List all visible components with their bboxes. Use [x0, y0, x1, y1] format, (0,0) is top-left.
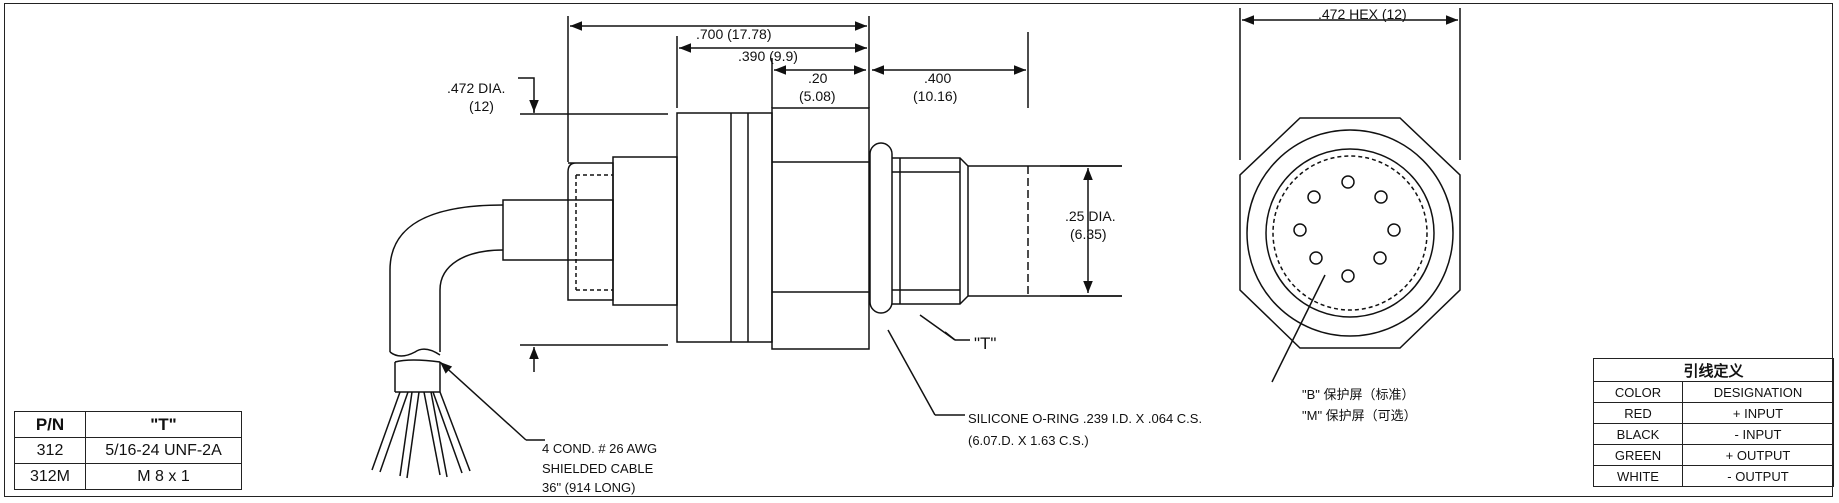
designation-cell: + OUTPUT	[1682, 444, 1834, 466]
pn-cell: 312M	[14, 463, 86, 490]
color-header: COLOR	[1593, 381, 1683, 403]
color-cell: WHITE	[1593, 465, 1683, 487]
cable-note-line2: SHIELDED CABLE	[542, 461, 654, 476]
cable-note-line3: 36" (914 LONG)	[542, 480, 636, 495]
designation-cell: + INPUT	[1682, 402, 1834, 424]
designation-header: DESIGNATION	[1682, 381, 1834, 403]
dim-thread-label: .400	[924, 70, 951, 86]
color-cell: RED	[1593, 402, 1683, 424]
thread-cell: 5/16-24 UNF-2A	[85, 437, 242, 464]
pn-cell: 312	[14, 437, 86, 464]
shield-b-note: "B" 保护屏（标准）	[1302, 387, 1415, 402]
table-row: BLACK - INPUT	[1593, 423, 1834, 445]
dim-tip-dia-mm-label: (6.35)	[1070, 226, 1107, 242]
pn-header: P/N	[14, 411, 86, 438]
dim-tip-dia-label: .25 DIA.	[1065, 208, 1116, 224]
designation-cell: - INPUT	[1682, 423, 1834, 445]
dim-body-label: .390 (9.9)	[738, 48, 798, 64]
hex-nut	[1239, 117, 1461, 349]
oring-note-line2: (6.07.D. X 1.63 C.S.)	[968, 433, 1089, 448]
designation-cell: - OUTPUT	[1682, 465, 1834, 487]
table-row: RED + INPUT	[1593, 402, 1834, 424]
part-number-table: P/N "T" 312 5/16-24 UNF-2A 312M M 8 x 1	[14, 411, 242, 490]
cable-note-line1: 4 COND. # 26 AWG	[542, 441, 657, 456]
dim-hex-mm-label: (5.08)	[799, 88, 836, 104]
wire-table-title: 引线定义	[1593, 358, 1834, 382]
color-cell: BLACK	[1593, 423, 1683, 445]
thread-header: "T"	[85, 411, 242, 438]
dim-body-dia-label: .472 DIA.	[447, 80, 505, 96]
oring-note-line1: SILICONE O-RING .239 I.D. X .064 C.S.	[968, 411, 1202, 426]
dim-overall-label: .700 (17.78)	[696, 26, 772, 42]
table-row: 312 5/16-24 UNF-2A	[14, 437, 242, 464]
connector-pins	[1293, 175, 1401, 283]
thread-cell: M 8 x 1	[85, 463, 242, 490]
thread-label: "T"	[974, 334, 996, 353]
dim-thread-mm-label: (10.16)	[913, 88, 957, 104]
table-row: WHITE - OUTPUT	[1593, 465, 1834, 487]
dim-body-dia-mm-label: (12)	[469, 98, 494, 114]
dim-hex-flats-label: .472 HEX (12)	[1318, 6, 1407, 22]
color-cell: GREEN	[1593, 444, 1683, 466]
wire-definition-table: 引线定义 COLOR DESIGNATION RED + INPUT BLACK…	[1593, 358, 1834, 487]
table-row: GREEN + OUTPUT	[1593, 444, 1834, 466]
drawing-frame	[4, 3, 1833, 497]
table-row: 312M M 8 x 1	[14, 463, 242, 490]
dim-hex-label: .20	[808, 70, 828, 86]
shield-m-note: "M" 保护屏（可选）	[1302, 408, 1417, 423]
